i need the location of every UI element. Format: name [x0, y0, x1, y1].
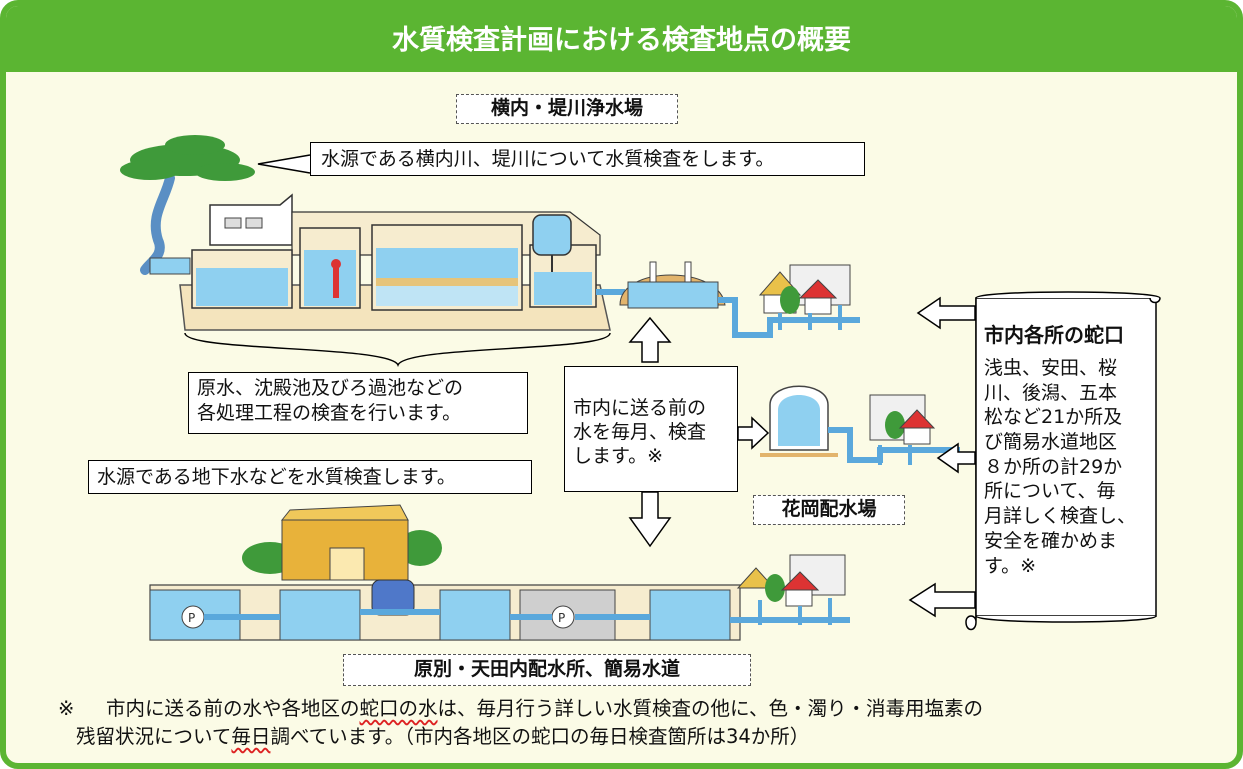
callout-monthly-line2: 水を毎月、検査	[573, 420, 707, 443]
footnote-text: 調べています。（市内各地区の蛇口の毎日検査箇所は34か所）	[270, 725, 810, 749]
callout-monthly-line3: します。※	[573, 444, 664, 467]
callout-process: 原水、沈殿池及びろ過池などの 各処理工程の検査を行います。	[188, 372, 528, 434]
scroll-line: び簡易水道地区	[984, 431, 1118, 454]
label-top-plant: 横内・堤川浄水場	[456, 94, 678, 124]
scroll-line: す。※	[984, 554, 1037, 577]
scroll-line: 所について、毎	[984, 480, 1116, 503]
houses-top-icon	[758, 264, 851, 330]
footnote-emphasis: 毎日	[231, 725, 271, 749]
callout-monthly-line1: 市内に送る前の	[573, 397, 707, 419]
scroll-line: 川、後潟、五本	[984, 381, 1118, 404]
footnote-line2: 残留状況について毎日調べています。（市内各地区の蛇口の毎日検査箇所は34か所）	[58, 723, 1218, 751]
footnote: ※ 市内に送る前の水や各地区の蛇口の水は、毎月行う詳しい水質検査の他に、色・濁り・…	[58, 695, 1218, 752]
scroll-line: 月詳しく検査し、	[984, 505, 1137, 528]
scroll-shape	[965, 291, 1161, 631]
footnote-text: は、毎月行う詳しい水質検査の他に、色・濁り・消毒用塩素の	[437, 697, 983, 720]
scroll-line: 浅虫、安田、桜	[984, 357, 1118, 379]
scroll-line: 安全を確かめま	[984, 529, 1118, 552]
arrow-right-icon	[737, 416, 770, 450]
callout-process-line1: 原水、沈殿池及びろ過池などの	[197, 377, 464, 399]
purification-plant-top	[149, 193, 611, 331]
diagram-title: 水質検査計画における検査地点の概要	[6, 6, 1237, 72]
footnote-mark: ※	[58, 697, 75, 720]
double-arrow-vertical-icon	[628, 316, 672, 548]
distribution-plant-bottom: P P	[149, 579, 850, 641]
scroll-title: 市内各所の蛇口	[984, 323, 1124, 347]
arrow-left-icons	[908, 296, 976, 618]
svg-text:P: P	[188, 611, 195, 625]
callout-source-top: 水源である横内川、堤川について水質検査をします。	[310, 142, 865, 176]
hanaoka-reservoir	[760, 385, 838, 457]
footnote-line1: ※ 市内に送る前の水や各地区の蛇口の水は、毎月行う詳しい水質検査の他に、色・濁り・…	[58, 695, 1218, 723]
footnote-text: 市内に送る前の水や各地区の	[106, 697, 360, 720]
scroll-content: 市内各所の蛇口 浅虫、安田、桜 川、後潟、五本 松など21か所及 び簡易水道地区…	[984, 322, 1154, 578]
scroll-line: 松など21か所及	[984, 406, 1123, 429]
label-hanaoka: 花岡配水場	[753, 495, 905, 525]
footnote-text: 残留状況について	[76, 725, 232, 749]
footnote-emphasis: 蛇口の水	[359, 697, 438, 720]
callout-source-bottom: 水源である地下水などを水質検査します。	[88, 460, 532, 494]
houses-bottom-icon	[736, 554, 846, 625]
callout-process-line2: 各処理工程の検査を行います。	[197, 401, 462, 424]
label-bottom-plant: 原別・天田内配水所、簡易水道	[343, 654, 751, 686]
svg-text:P: P	[558, 611, 565, 625]
callout-monthly: 市内に送る前の 水を毎月、検査 します。※	[564, 366, 738, 492]
reservoir-top	[619, 261, 726, 309]
yellow-building	[242, 504, 442, 581]
houses-middle-icon	[869, 394, 936, 465]
scroll-line: ８か所の計29か	[984, 455, 1123, 478]
